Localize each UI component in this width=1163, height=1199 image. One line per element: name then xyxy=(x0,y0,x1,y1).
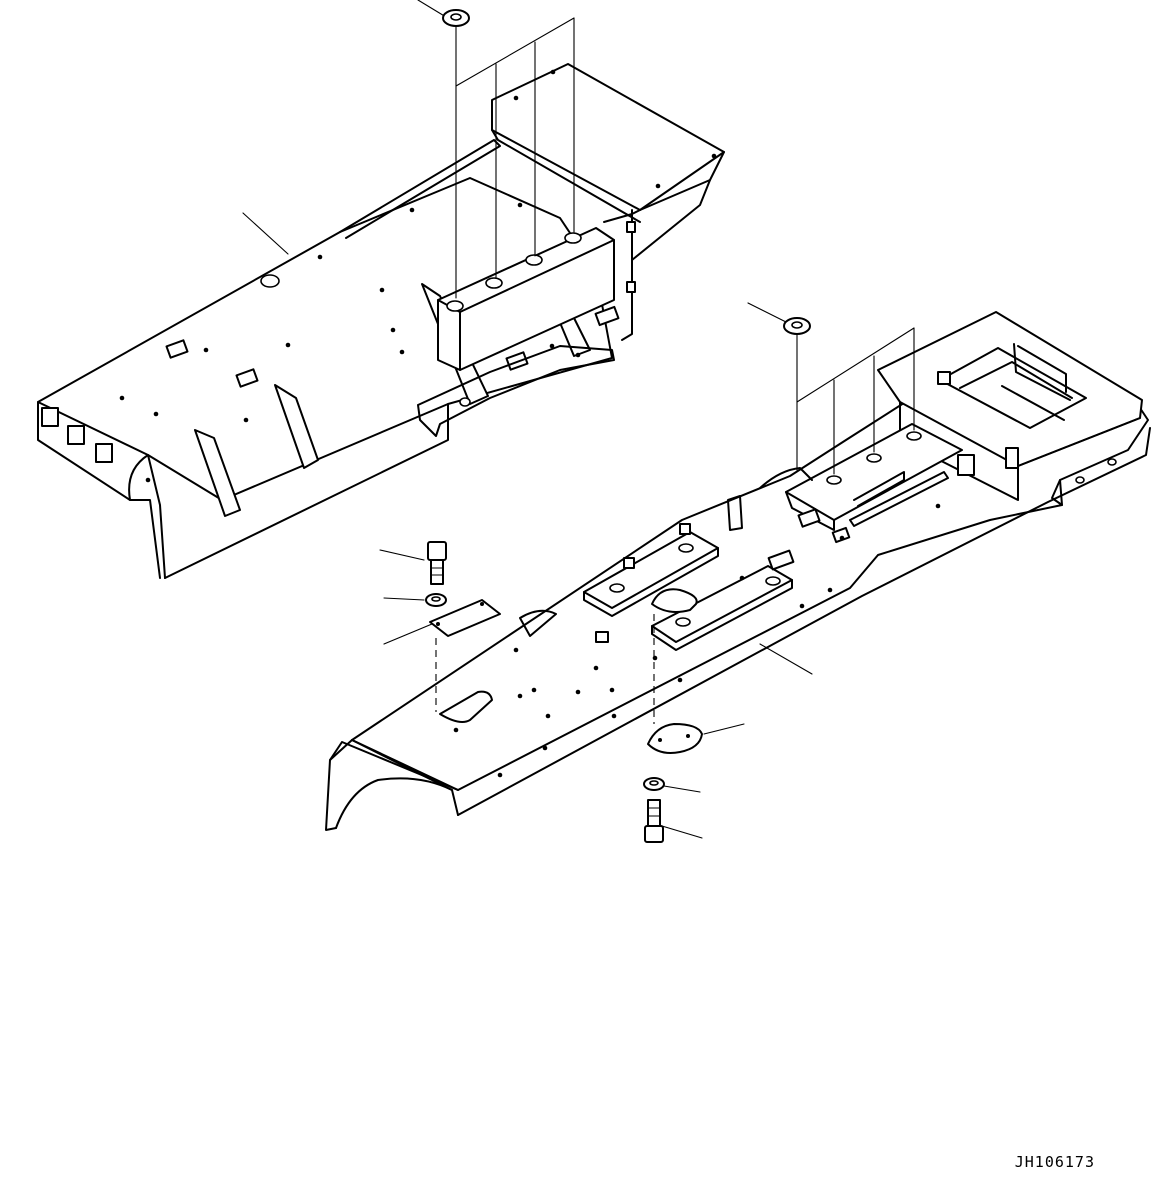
center-bolt xyxy=(644,799,664,843)
lower-frame-deck xyxy=(351,347,1149,791)
upper-assembly-guide-lines xyxy=(455,17,575,299)
lower-assembly-guide-lines xyxy=(796,327,915,475)
hatch-cover-hardware xyxy=(379,541,501,712)
lower-frame-assembly xyxy=(325,302,1151,831)
upper-frame-bolt-holes xyxy=(119,202,581,483)
drawing-code: JH106173 xyxy=(1014,1153,1095,1171)
lower-frame-bolt-holes xyxy=(453,503,941,778)
lower-frame-center-hole xyxy=(651,588,698,613)
upper-frame-rear-box xyxy=(491,63,725,211)
center-cover-hardware xyxy=(643,614,745,843)
upper-frame-assembly xyxy=(37,0,725,579)
center-cover-plate xyxy=(647,723,703,754)
upper-frame-rib-left xyxy=(194,429,241,517)
upper-frame-center-block xyxy=(437,227,615,371)
hatch-cover-plate xyxy=(429,599,501,637)
upper-frame-top-hole xyxy=(260,274,280,288)
upper-frame-rib-right xyxy=(274,384,319,469)
lower-frame-hatch xyxy=(439,690,493,723)
hatch-bolt xyxy=(427,541,447,585)
